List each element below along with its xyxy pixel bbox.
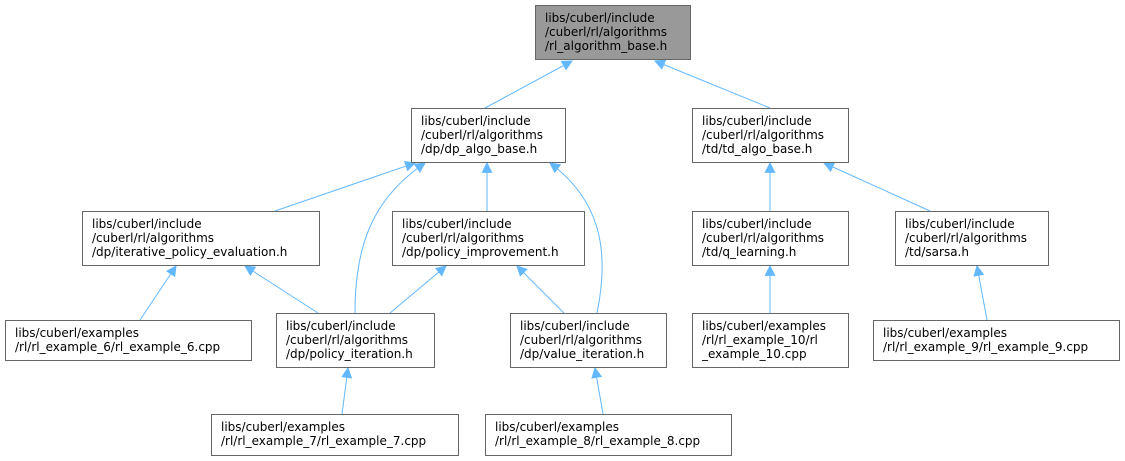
node-label-line: libs/cuberl/include (402, 217, 512, 231)
node-label-line: libs/cuberl/examples (883, 326, 1007, 340)
node-label-line: /rl/rl_example_6/rl_example_6.cpp (15, 340, 220, 354)
node-label-line: libs/cuberl/include (286, 319, 396, 333)
node-label-line: libs/cuberl/include (421, 114, 531, 128)
node-root[interactable]: libs/cuberl/include/cuberl/rl/algorithms… (535, 5, 691, 60)
node-label-line: /td/td_algo_base.h (702, 142, 812, 156)
node-label-line: libs/cuberl/include (702, 114, 812, 128)
node-label-line: /cuberl/rl/algorithms (402, 231, 524, 245)
edge-pi-to-ipe (244, 265, 319, 314)
node-sarsa[interactable]: libs/cuberl/include/cuberl/rl/algorithms… (895, 211, 1049, 266)
node-label-line: libs/cuberl/include (92, 217, 202, 231)
node-label-line: /cuberl/rl/algorithms (520, 333, 642, 347)
edge-ex9-to-sarsa (973, 264, 988, 321)
node-policy-iteration[interactable]: libs/cuberl/include/cuberl/rl/algorithms… (276, 313, 435, 368)
edge-vi-to-pimp (516, 265, 565, 314)
node-rl-example-8[interactable]: libs/cuberl/examples/rl/rl_example_8/rl_… (485, 414, 732, 456)
edge-ex8-to-vi (591, 366, 604, 415)
node-label-line: /rl/rl_example_7/rl_example_7.cpp (221, 434, 426, 448)
node-label-line: /cuberl/rl/algorithms (545, 25, 667, 39)
node-label-line: /dp/iterative_policy_evaluation.h (92, 245, 287, 259)
edge-sarsa-to-td (822, 162, 931, 212)
node-label-line: libs/cuberl/include (545, 11, 655, 25)
node-box (510, 313, 667, 368)
node-label-line: /cuberl/rl/algorithms (702, 231, 824, 245)
edge-dp-to-root (484, 60, 573, 109)
node-rl-example-6[interactable]: libs/cuberl/examples/rl/rl_example_6/rl_… (5, 320, 252, 361)
node-label-line: /dp/policy_improvement.h (402, 245, 559, 259)
node-label-line: /dp/dp_algo_base.h (421, 142, 537, 156)
node-rl-example-9[interactable]: libs/cuberl/examples/rl/rl_example_9/rl_… (873, 320, 1120, 361)
node-box (692, 108, 849, 163)
node-td-algo-base[interactable]: libs/cuberl/include/cuberl/rl/algorithms… (692, 108, 849, 163)
node-label-line: libs/cuberl/include (702, 217, 812, 231)
node-label-line: /rl_algorithm_base.h (545, 39, 667, 53)
node-rl-example-7[interactable]: libs/cuberl/examples/rl/rl_example_7/rl_… (211, 414, 459, 456)
node-box (211, 414, 459, 456)
node-box (392, 211, 585, 266)
node-box (276, 313, 435, 368)
node-box (692, 211, 849, 266)
node-label-line: libs/cuberl/include (905, 217, 1015, 231)
node-label-line: /cuberl/rl/algorithms (421, 128, 543, 142)
node-label-line: libs/cuberl/examples (15, 326, 139, 340)
node-label-line: /cuberl/rl/algorithms (92, 231, 214, 245)
node-label-line: /dp/policy_iteration.h (286, 347, 413, 361)
edge-vi-to-dp (549, 162, 603, 314)
node-q-learning[interactable]: libs/cuberl/include/cuberl/rl/algorithms… (692, 211, 849, 266)
node-label-line: /rl/rl_example_10/rl (702, 333, 818, 347)
node-box (895, 211, 1049, 266)
node-box (411, 108, 566, 163)
node-box (535, 5, 691, 60)
node-label-line: /rl/rl_example_9/rl_example_9.cpp (883, 340, 1088, 354)
edge-td-to-root (653, 59, 771, 109)
node-rl-example-10[interactable]: libs/cuberl/examples/rl/rl_example_10/rl… (692, 313, 849, 368)
node-label-line: /cuberl/rl/algorithms (286, 333, 408, 347)
edge-ex6-to-ipe (139, 265, 177, 321)
node-label-line: /dp/value_iteration.h (520, 347, 644, 361)
node-label-line: /td/q_learning.h (702, 245, 796, 259)
node-dp-algo-base[interactable]: libs/cuberl/include/cuberl/rl/algorithms… (411, 108, 566, 163)
node-label-line: _example_10.cpp (701, 347, 807, 361)
edge-pi-to-dp (354, 162, 426, 314)
node-policy-improvement[interactable]: libs/cuberl/include/cuberl/rl/algorithms… (392, 211, 585, 266)
node-box (692, 313, 849, 368)
node-label-line: /rl/rl_example_8/rl_example_8.cpp (495, 434, 700, 448)
node-label-line: libs/cuberl/examples (702, 319, 826, 333)
node-box (485, 414, 732, 456)
node-iterative-policy-evaluation[interactable]: libs/cuberl/include/cuberl/rl/algorithms… (82, 211, 320, 266)
node-box (82, 211, 320, 266)
node-label-line: libs/cuberl/examples (221, 420, 345, 434)
edge-ipe-to-dp (274, 161, 417, 212)
node-value-iteration[interactable]: libs/cuberl/include/cuberl/rl/algorithms… (510, 313, 667, 368)
edge-pi-to-pimp (389, 265, 447, 314)
edge-ex7-to-pi (341, 366, 353, 415)
node-label-line: /td/sarsa.h (905, 245, 969, 259)
node-label-line: /cuberl/rl/algorithms (905, 231, 1027, 245)
node-label-line: libs/cuberl/include (520, 319, 630, 333)
node-label-line: libs/cuberl/examples (495, 420, 619, 434)
node-box (5, 320, 252, 361)
node-label-line: /cuberl/rl/algorithms (702, 128, 824, 142)
node-box (873, 320, 1120, 361)
